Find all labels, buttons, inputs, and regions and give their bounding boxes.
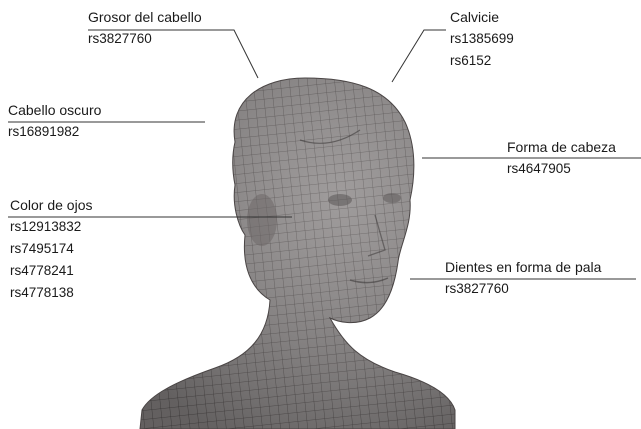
annotation-shovel-teeth: Dientes en forma de pala rs3827760 [445,256,601,300]
snp-id: rs7495174 [10,238,93,260]
snp-id: rs4778138 [10,282,93,304]
annotation-hair-thickness: Grosor del cabello rs3827760 [88,6,202,50]
annotation-title: Dientes en forma de pala [445,256,601,278]
annotation-dark-hair: Cabello oscuro rs16891982 [8,99,101,143]
annotation-title: Forma de cabeza [507,136,616,158]
annotation-head-shape: Forma de cabeza rs4647905 [507,136,616,180]
annotation-eye-color: Color de ojos rs12913832 rs7495174 rs477… [10,194,93,304]
snp-id: rs6152 [450,50,514,72]
snp-id: rs3827760 [445,278,601,300]
snp-id: rs4647905 [507,158,616,180]
annotation-title: Calvicie [450,6,514,28]
annotation-title: Color de ojos [10,194,93,216]
snp-id: rs3827760 [88,28,202,50]
snp-id: rs4778241 [10,260,93,282]
annotation-title: Cabello oscuro [8,99,101,121]
snp-id: rs16891982 [8,121,101,143]
annotation-baldness: Calvicie rs1385699 rs6152 [450,6,514,72]
snp-id: rs1385699 [450,28,514,50]
annotation-title: Grosor del cabello [88,6,202,28]
snp-id: rs12913832 [10,216,93,238]
